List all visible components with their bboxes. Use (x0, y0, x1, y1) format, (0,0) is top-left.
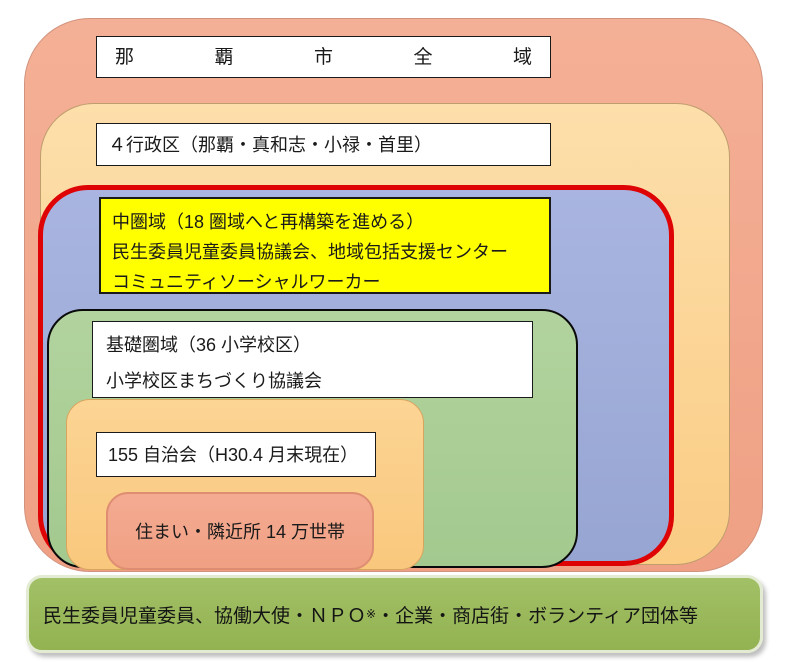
neighborhood-assoc-label-box: 155 自治会（H30.4 月末現在） (96, 432, 376, 477)
city-area-char: 覇 (214, 46, 234, 68)
basic-zone-line1: 基礎圏域（36 小学校区） (106, 335, 312, 355)
middle-zone-line2: 民生委員児童委員協議会、地域包括支援センター (112, 242, 508, 262)
districts-label: ４行政区（那覇・真和志・小禄・首里） (108, 134, 432, 155)
city-area-label-box: 那 覇 市 全 域 (96, 36, 551, 78)
middle-zone-line3: コミュニティソーシャルワーカー (112, 272, 381, 292)
middle-zone-label-box: 中圏域（18 圏域へと再構築を進める） 民生委員児童委員協議会、地域包括支援セン… (99, 197, 551, 294)
supporters-bar: 民生委員児童委員、協働大使・ＮＰＯ※・企業・商店街・ボランティア団体等 (26, 575, 763, 653)
middle-zone-line1: 中圏域（18 圏域へと再構築を進める） (112, 212, 425, 232)
city-area-char: 全 (413, 46, 433, 68)
basic-zone-line2: 小学校区まちづくり協議会 (106, 371, 322, 391)
city-area-char: 那 (115, 46, 135, 68)
supporters-label-post: ・企業・商店街・ボランティア団体等 (376, 605, 698, 627)
city-area-char: 市 (313, 46, 333, 68)
city-area-char: 域 (512, 46, 532, 68)
supporters-label-pre: 民生委員児童委員、協働大使・ＮＰＯ (43, 605, 367, 627)
neighborhood-assoc-label: 155 自治会（H30.4 月末現在） (108, 444, 359, 465)
zone-households: 住まい・隣近所 14 万世帯 (106, 492, 374, 570)
basic-zone-label-box: 基礎圏域（36 小学校区） 小学校区まちづくり協議会 (92, 321, 533, 398)
districts-label-box: ４行政区（那覇・真和志・小禄・首里） (96, 123, 551, 166)
households-label: 住まい・隣近所 14 万世帯 (134, 522, 346, 542)
